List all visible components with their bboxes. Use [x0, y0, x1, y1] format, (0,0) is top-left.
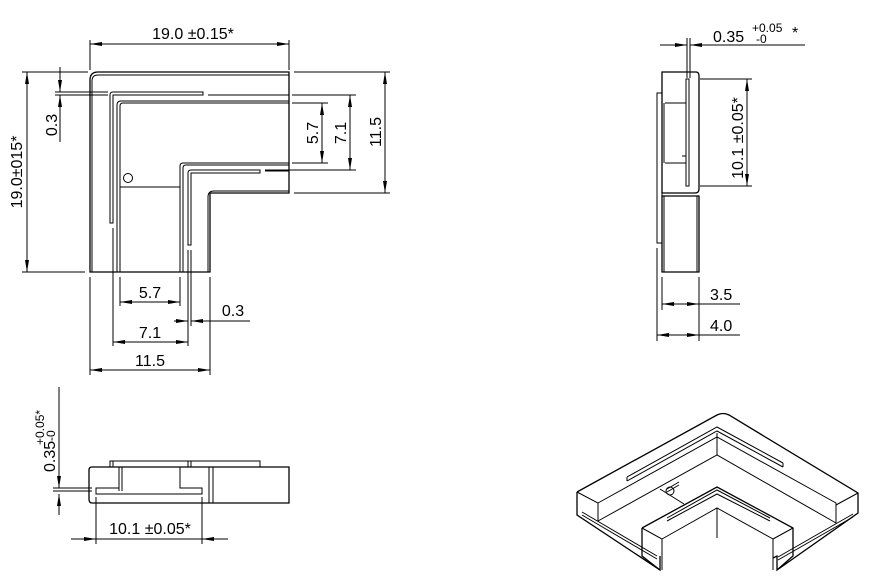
dim-right-outer: 11.5 — [368, 117, 385, 147]
inner-corner-wall — [207, 190, 289, 272]
dim-depth-inner: 3.5 — [710, 287, 732, 304]
isometric-view — [576, 412, 859, 572]
dim-bottom-mid: 7.1 — [139, 325, 161, 342]
dim-width-overall: 19.0 ±0.15* — [152, 26, 234, 43]
dim-side-height: 10.1 ±0.05* — [730, 97, 747, 179]
dim-thickness-plus: +0.05 — [752, 21, 783, 35]
dim-right-mid: 7.1 — [333, 122, 350, 144]
dim-bottom-outer: 11.5 — [135, 353, 165, 370]
dim-thickness-minus: -0 — [756, 32, 767, 46]
dim-bottom-thickness-tol: +0.05* — [33, 410, 47, 445]
rail-outer — [109, 91, 204, 224]
pin-hole — [123, 173, 133, 183]
dim-depth-outer: 4.0 — [710, 318, 732, 335]
dim-thickness: 0.35 — [713, 29, 744, 46]
dim-bottom-width: 10.1 ±0.05* — [109, 521, 191, 538]
dim-thickness-star: * — [792, 25, 798, 42]
dim-bottom-thickness-minus: -0 — [44, 430, 58, 441]
dim-right-inner: 5.7 — [305, 122, 322, 144]
top-view: 19.0 ±0.15* 19.0±015* 0.3 5.7 7.1 11.5 5… — [9, 26, 390, 375]
dim-bottom-gap: 0.3 — [222, 303, 244, 320]
outer-outline — [89, 71, 290, 273]
side-view: 0.35 +0.05 -0 * 10.1 ±0.05* 3.5 4.0 — [656, 21, 805, 341]
inner-wall-1 — [116, 100, 289, 272]
dim-height-overall: 19.0±015* — [9, 136, 26, 209]
dim-bottom-inner: 5.7 — [139, 285, 161, 302]
dim-bottom-thickness: 0.35 — [42, 441, 59, 472]
rail-inner — [187, 169, 261, 246]
bottom-view: 0.35 +0.05* -0 10.1 ±0.05* — [33, 387, 290, 544]
inner-wall-2 — [179, 162, 289, 272]
outer-inner-wall — [91, 74, 289, 272]
dim-wall-gap: 0.3 — [44, 114, 61, 136]
